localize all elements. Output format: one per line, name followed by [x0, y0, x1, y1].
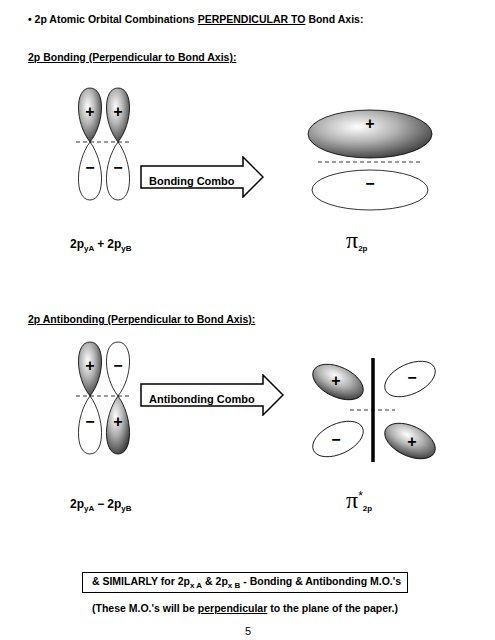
- text-line: +: [85, 103, 94, 121]
- bond-axis-dash: [76, 396, 132, 397]
- p-orbital-lobe: [78, 342, 101, 396]
- orbital-label: +: [97, 237, 104, 251]
- heading-text: • 2p Atomic Orbital Combinations: [28, 13, 195, 25]
- text-line: −: [407, 369, 416, 387]
- text-line: π*2p: [346, 487, 372, 514]
- text-line: +: [113, 103, 122, 121]
- orbital-label: 2p: [107, 497, 121, 511]
- phase-sign: +: [113, 413, 122, 430]
- arrow-label: Bonding Combo: [149, 175, 235, 187]
- note-text: x B: [228, 581, 240, 590]
- orbital-label: 2p: [70, 237, 84, 251]
- p-orbital-lobe: [78, 142, 101, 200]
- text-line: 5: [245, 621, 251, 639]
- phase-sign: −: [407, 369, 416, 386]
- phase-sign: +: [113, 103, 122, 120]
- text-line: −: [85, 413, 94, 431]
- text-line: π2p: [346, 227, 367, 254]
- orbital-label: 2p: [358, 244, 367, 253]
- text-line: −: [113, 357, 122, 375]
- heading-text: 2p Bonding (Perpendicular to Bond Axis):: [28, 51, 236, 63]
- pi-lobe: [308, 110, 432, 158]
- phase-sign: −: [331, 431, 340, 448]
- phase-sign: −: [365, 175, 374, 192]
- block-arrow-shape: [141, 157, 263, 197]
- text-line: −: [113, 159, 122, 177]
- heading-text: (These M.O.'s will be: [92, 602, 195, 614]
- note-text: & SIMILARLY for 2p: [92, 575, 190, 587]
- bond-axis-dash: [76, 142, 132, 143]
- pi-star-lobe: [379, 354, 441, 404]
- phase-sign: −: [85, 159, 94, 176]
- text-line: −: [85, 159, 94, 177]
- text-line: 2pyA−2pyB: [70, 494, 132, 513]
- orbital-label: yB: [121, 244, 131, 253]
- orbital-label: 2p: [363, 504, 372, 513]
- orbital-label: 2p: [70, 497, 84, 511]
- phase-sign: −: [113, 159, 122, 176]
- p-orbital-lobe: [106, 342, 129, 396]
- bond-axis-dash: [318, 162, 422, 163]
- text-line: 2p Bonding (Perpendicular to Bond Axis):: [28, 47, 236, 65]
- orbital-label: yA: [84, 244, 94, 253]
- p-orbital-lobe: [106, 88, 129, 142]
- text-line: 2p Antibonding (Perpendicular to Bond Ax…: [28, 309, 255, 327]
- phase-sign: +: [331, 372, 340, 389]
- block-arrow: Antibonding Combo: [140, 374, 284, 416]
- pi-star-lobe: [307, 414, 369, 464]
- orbital-label: yB: [121, 504, 131, 513]
- orbital-label: −: [97, 497, 104, 511]
- nodal-plane: [371, 358, 375, 462]
- phase-sign: +: [85, 357, 94, 374]
- orbital-label: π: [346, 227, 358, 253]
- p-orbital-lobe: [106, 142, 129, 200]
- text-line: +: [331, 372, 340, 390]
- text-line: +: [85, 357, 94, 375]
- text-line: +: [365, 115, 374, 133]
- orbital-label: yA: [84, 504, 94, 513]
- arrow-label: Antibonding Combo: [149, 393, 255, 405]
- text-line: +: [407, 433, 416, 451]
- pi-star-lobe: [307, 357, 369, 407]
- note-text: & 2p: [205, 575, 228, 587]
- text-line: +: [113, 413, 122, 431]
- note-text: x A: [190, 581, 202, 590]
- text-line: −: [365, 175, 374, 193]
- text-line: 2pyA+2pyB: [70, 234, 132, 253]
- heading-text: perpendicular: [198, 602, 267, 614]
- text-line: −: [331, 431, 340, 449]
- p-orbital-lobe: [78, 396, 101, 454]
- heading-text: PERPENDICULAR TO: [198, 13, 306, 25]
- text-line: (These M.O.'s will beperpendicularto the…: [92, 598, 398, 616]
- phase-sign: −: [113, 357, 122, 374]
- heading-text: to the plane of the paper.): [270, 602, 398, 614]
- pi-star-lobe: [379, 416, 441, 466]
- label-text: *: [358, 489, 363, 503]
- p-orbital-lobe: [78, 88, 101, 142]
- phase-sign: +: [365, 115, 374, 132]
- heading-text: 2p Antibonding (Perpendicular to Bond Ax…: [28, 313, 255, 325]
- block-arrow: Bonding Combo: [140, 156, 264, 198]
- orbital-label: π: [346, 487, 358, 513]
- phase-sign: +: [407, 433, 416, 450]
- phase-sign: +: [85, 103, 94, 120]
- note-box: & SIMILARLY for 2px A& 2px B- Bonding & …: [82, 572, 408, 593]
- orbital-label: 2p: [107, 237, 121, 251]
- phase-sign: −: [85, 413, 94, 430]
- p-orbital-lobe: [106, 396, 129, 454]
- heading-text: Bond Axis:: [308, 13, 363, 25]
- note-text: - Bonding & Antibonding M.O.'s: [243, 575, 401, 587]
- pi-lobe: [312, 170, 428, 210]
- text-line: • 2p Atomic Orbital CombinationsPERPENDI…: [28, 9, 363, 27]
- block-arrow-shape: [141, 375, 283, 415]
- page-number: 5: [245, 625, 251, 637]
